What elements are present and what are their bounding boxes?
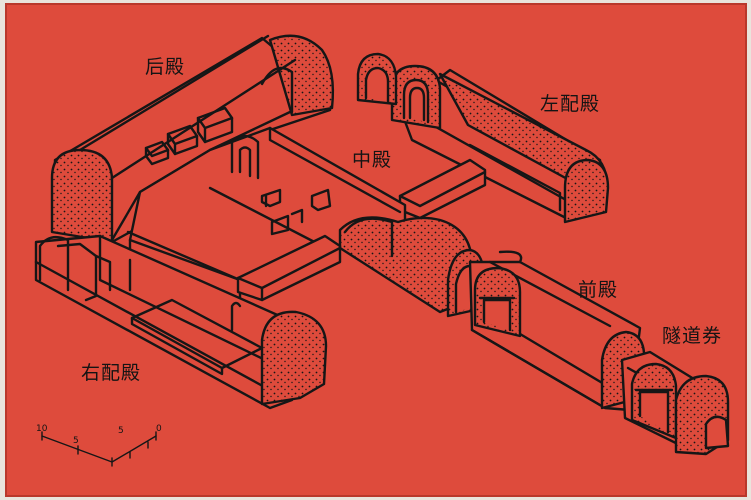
label-tunnel-vault: 隧道券 — [662, 325, 723, 347]
altar-seat-1 — [270, 214, 290, 236]
label-middle-hall: 中殿 — [352, 149, 393, 171]
right-connector-passage — [236, 234, 342, 302]
coffin-2 — [166, 124, 199, 156]
scale-tick-label-10: 10 — [36, 424, 48, 434]
tunnel-vault-chamber — [620, 350, 730, 456]
label-rear-hall: 后殿 — [145, 56, 186, 78]
altar-seat-2 — [290, 208, 304, 224]
coffin-3 — [144, 140, 170, 166]
label-front-hall: 前殿 — [578, 279, 619, 301]
altar-table-1 — [260, 188, 282, 208]
label-right-side-hall: 右配殿 — [81, 362, 142, 384]
scale-tick-label-0: 0 — [156, 424, 162, 434]
scale-bar — [41, 431, 157, 467]
scale-tick-label-5b: 5 — [118, 426, 124, 436]
middle-hall-chamber — [126, 126, 407, 320]
label-left-side-hall: 左配殿 — [540, 93, 601, 115]
altar-table-2 — [310, 188, 332, 212]
coffin-1 — [196, 106, 234, 144]
right-side-hall-chamber — [34, 234, 328, 410]
left-side-hall-chamber — [356, 52, 610, 224]
scale-tick-label-5a: 5 — [73, 436, 79, 446]
